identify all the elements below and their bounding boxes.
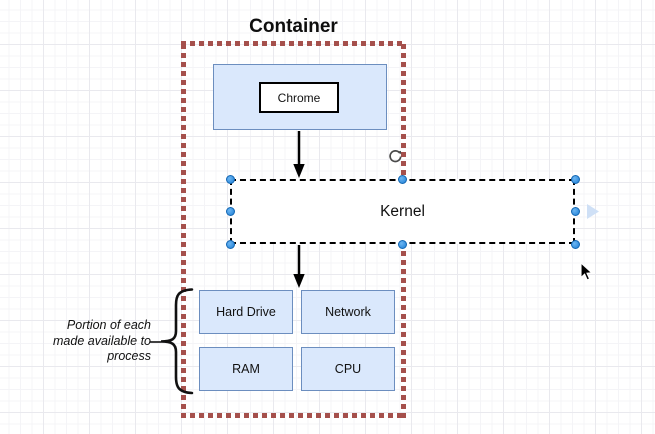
container-title: Container [249,16,338,37]
selection-handle-ne[interactable] [570,174,580,184]
kernel-node[interactable]: Kernel [230,179,575,244]
selection-handle-s[interactable] [398,239,407,249]
ram-label: RAM [232,362,260,376]
ram-node[interactable]: RAM [199,347,293,391]
annotation-text[interactable]: Portion of each made available to proces… [18,318,151,365]
hard-drive-label: Hard Drive [216,305,276,319]
selection-handle-se[interactable] [570,239,580,249]
selection-handle-n[interactable] [398,174,407,184]
annotation-line-1: Portion of each [66,318,151,332]
annotation-line-2: made available to [53,333,151,348]
kernel-node-label: Kernel [380,202,425,220]
cpu-node[interactable]: CPU [301,347,395,391]
cpu-label: CPU [334,362,362,376]
selection-handle-w[interactable] [225,207,235,216]
chevron-right-icon[interactable] [586,203,600,220]
mouse-cursor-icon [580,262,594,281]
chrome-node-label: Chrome [277,90,321,105]
chrome-group-node[interactable]: Chrome [213,64,387,130]
selection-handle-nw[interactable] [225,174,235,184]
network-node[interactable]: Network [301,290,395,334]
selection-handle-e[interactable] [570,207,580,216]
network-label: Network [325,305,371,319]
rotate-icon[interactable] [387,148,403,164]
hard-drive-node[interactable]: Hard Drive [199,290,293,334]
selection-handle-sw[interactable] [225,239,235,249]
annotation-line-3: process [107,349,151,363]
chrome-node[interactable]: Chrome [259,82,339,113]
